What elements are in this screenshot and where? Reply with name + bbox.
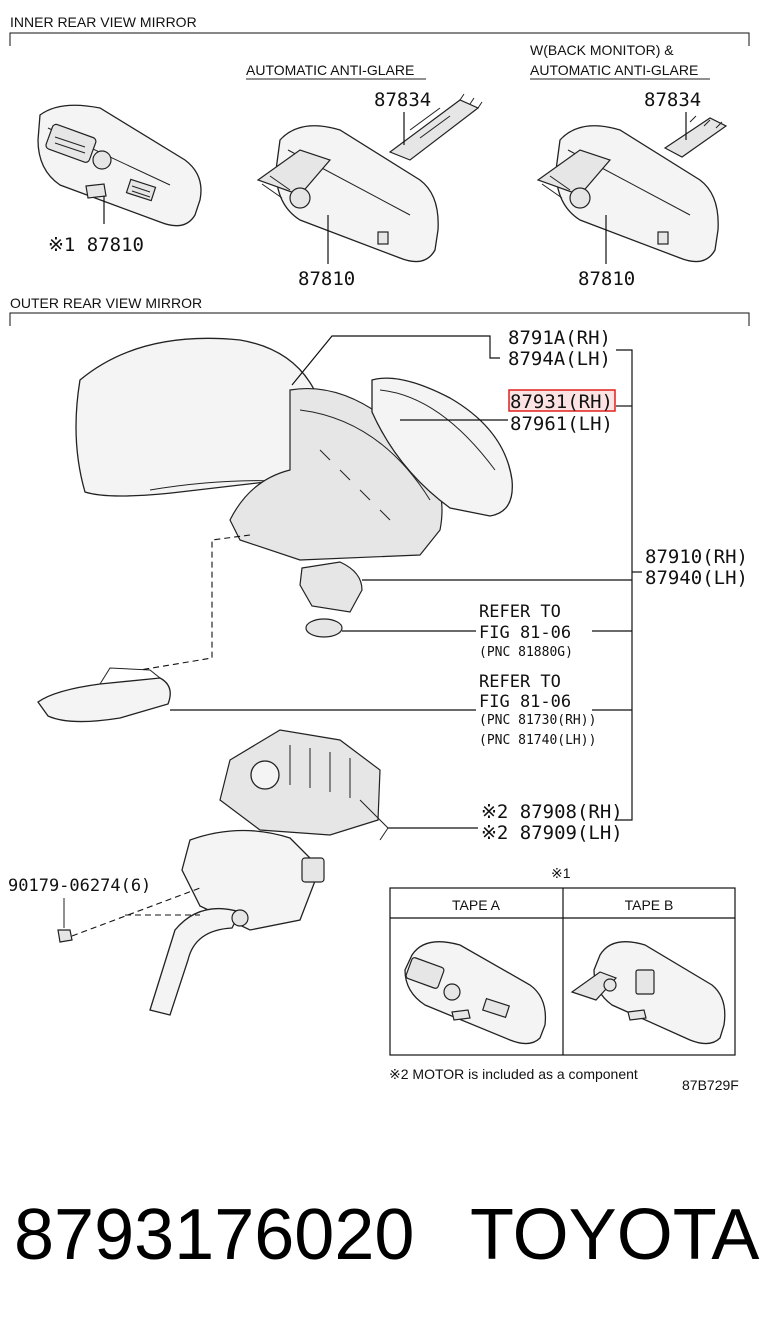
highlight-box-87931: [508, 389, 616, 412]
tape-b-drawing: [570, 941, 726, 1045]
inner-mirror-1-drawing: [37, 104, 202, 227]
inner-mirror-3-drawing: [536, 112, 728, 264]
part-label-87961-lh: 87961(LH): [510, 413, 613, 435]
footer: 8793176020 TOYOTA: [0, 1180, 760, 1290]
part-label-8791a-rh: 8791A(RH): [508, 327, 611, 349]
variant-label-monitor-2: AUTOMATIC ANTI-GLARE: [530, 62, 698, 78]
inner-mirror-2-drawing: [256, 93, 483, 264]
leader-cover: [291, 335, 500, 386]
refer2-line2: FIG 81-06: [479, 692, 571, 712]
section-bracket-outer: [9, 312, 750, 326]
refer1-line2: FIG 81-06: [479, 623, 571, 643]
variant-label-auto: AUTOMATIC ANTI-GLARE: [246, 62, 414, 78]
part-label-87834-a: 87834: [374, 89, 431, 111]
refer1-line3: (PNC 81880G): [479, 645, 573, 660]
part-label-87908-rh: ※2 87908(RH): [481, 801, 623, 823]
section-title-inner: INNER REAR VIEW MIRROR: [10, 14, 197, 30]
refer1-line1: REFER TO: [479, 602, 561, 622]
leader-bracket-assy: [616, 349, 633, 821]
refer2-line4: (PNC 81740(LH)): [479, 733, 596, 748]
part-label-87810-b: 87810: [298, 268, 355, 290]
refer2-line3: (PNC 81730(RH)): [479, 713, 596, 728]
outer-mirror-drawing: [37, 337, 513, 1016]
section-bracket-inner: [9, 32, 750, 46]
figure-code: 87B729F: [682, 1077, 739, 1093]
part-label-87909-lh: ※2 87909(LH): [481, 822, 623, 844]
motor-note: ※2 MOTOR is included as a component: [389, 1066, 638, 1082]
part-label-87931-rh: 87931(RH): [510, 391, 613, 413]
part-label-87810-c: 87810: [578, 268, 635, 290]
part-label-87940-lh: 87940(LH): [645, 567, 748, 589]
footer-brand: TOYOTA: [470, 1195, 760, 1275]
footer-part-number: 8793176020: [14, 1195, 415, 1275]
part-label-87910-rh: 87910(RH): [645, 546, 748, 568]
tape-table-col-a: TAPE A: [452, 897, 501, 913]
variant-label-monitor-1: W(BACK MONITOR) &: [530, 42, 674, 58]
part-label-87810-a: ※1 87810: [48, 234, 144, 256]
part-label-87834-b: 87834: [644, 89, 701, 111]
tape-table-marker: ※1: [551, 865, 571, 881]
tape-table-col-b: TAPE B: [625, 897, 674, 913]
section-title-outer: OUTER REAR VIEW MIRROR: [10, 295, 202, 311]
refer2-line1: REFER TO: [479, 672, 561, 692]
part-label-screw: 90179-06274(6): [8, 876, 151, 896]
tape-a-drawing: [404, 941, 547, 1045]
part-label-8794a-lh: 8794A(LH): [508, 348, 611, 370]
